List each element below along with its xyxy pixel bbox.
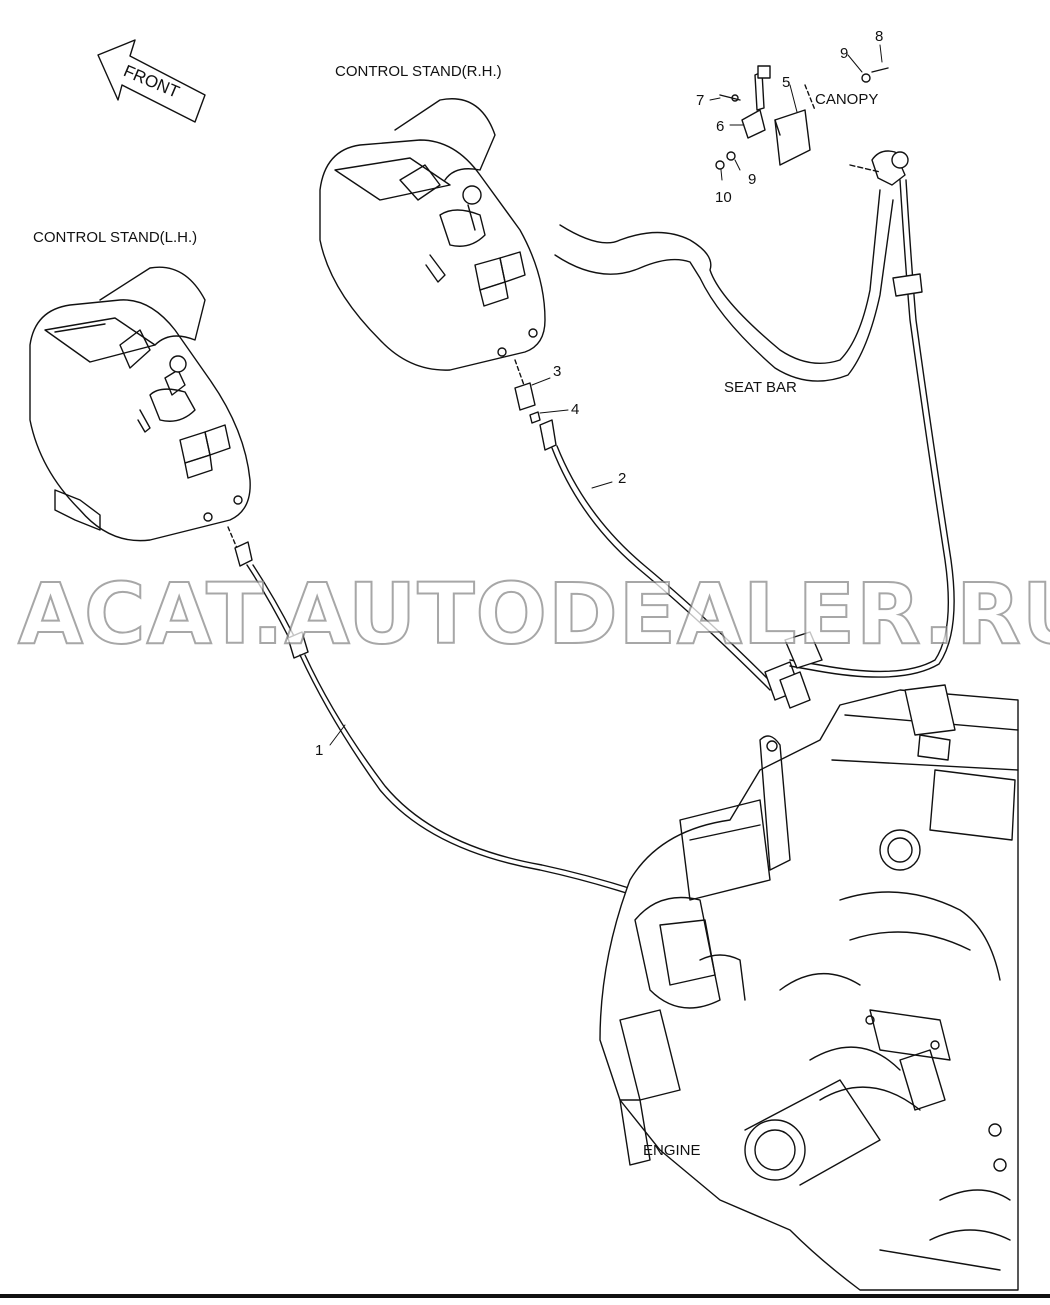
canopy-label: CANOPY bbox=[815, 91, 879, 108]
leader-lines bbox=[329, 44, 883, 746]
engine-label: ENGINE bbox=[643, 1142, 701, 1159]
seat-bar-cable bbox=[779, 179, 955, 709]
seat-bar-icon bbox=[554, 150, 909, 382]
part-number-4: 4 bbox=[571, 401, 580, 418]
control-stand-lh-label: CONTROL STAND(L.H.) bbox=[33, 229, 198, 246]
part-number-9-bottom: 9 bbox=[748, 171, 757, 188]
part-number-6: 6 bbox=[716, 118, 725, 135]
part-number-7: 7 bbox=[696, 92, 705, 109]
control-stand-rh-label: CONTROL STAND(R.H.) bbox=[335, 63, 502, 80]
control-stand-rh-icon bbox=[319, 98, 546, 371]
part-number-3: 3 bbox=[553, 363, 562, 380]
part-number-2: 2 bbox=[618, 470, 627, 487]
engine-icon bbox=[599, 684, 1019, 1291]
front-arrow-icon bbox=[97, 39, 206, 123]
watermark: ACAT.AUTODEALER.RU bbox=[17, 564, 1050, 664]
control-stand-lh-icon bbox=[29, 266, 251, 542]
seat-bar-label: SEAT BAR bbox=[724, 379, 797, 396]
part-number-1: 1 bbox=[315, 742, 324, 759]
part-number-8: 8 bbox=[875, 28, 884, 45]
bottom-border bbox=[0, 1294, 1050, 1298]
part-number-10: 10 bbox=[715, 189, 732, 206]
canopy-bracket-icon bbox=[715, 65, 889, 170]
part-number-5: 5 bbox=[782, 74, 791, 91]
part-number-9-top: 9 bbox=[840, 45, 849, 62]
